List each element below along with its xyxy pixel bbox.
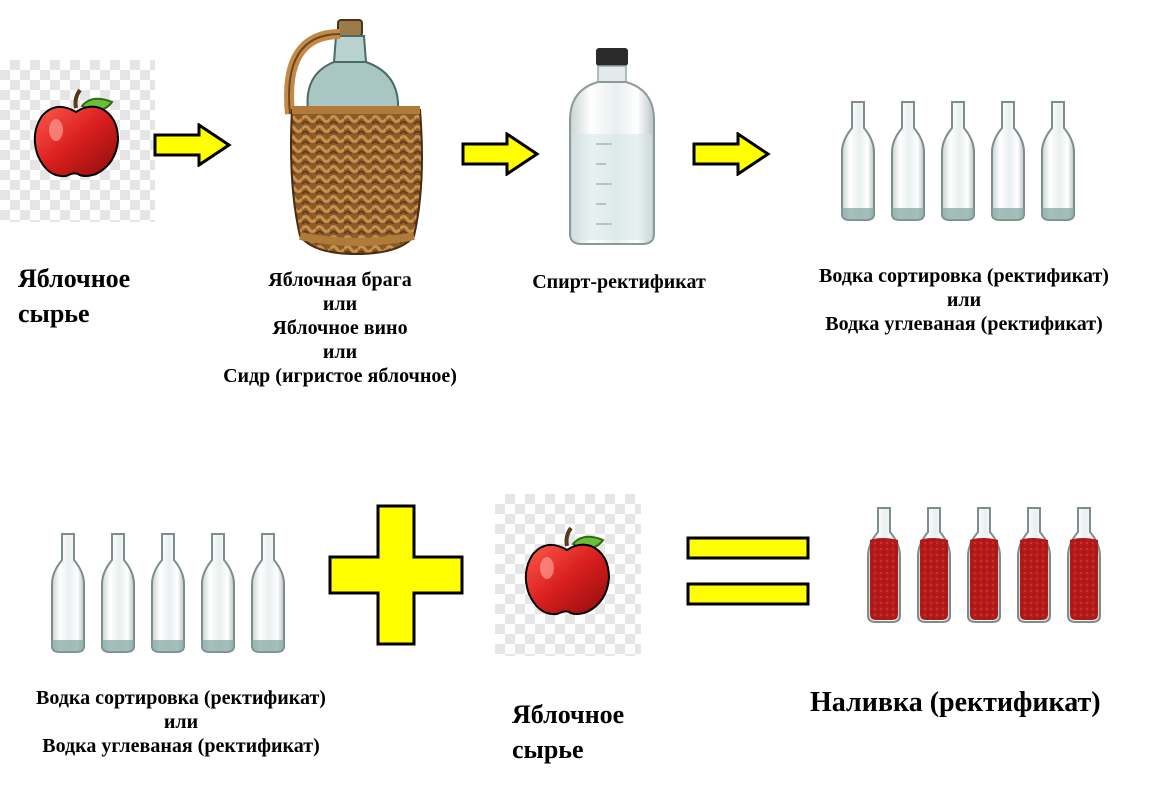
- apple-raw-label-line2: сырье: [18, 298, 90, 328]
- clear-bottle-icon: [1041, 101, 1075, 221]
- apple-raw-label-row2: Яблочное сырье: [512, 698, 624, 767]
- red-liqueur-bottle-icon: [1017, 507, 1051, 623]
- vodka-label-row2: Водка сортировка (ректификат) или Водка …: [0, 686, 362, 758]
- red-liqueur-bottle-icon: [967, 507, 1001, 623]
- clear-bottle-icon: [51, 533, 85, 653]
- clear-bottle-icon: [251, 533, 285, 653]
- vodka-label-row1: Водка сортировка (ректификат) или Водка …: [775, 264, 1153, 336]
- clear-bottle-icon: [101, 533, 135, 653]
- apple-image-tile: [495, 494, 641, 656]
- apple-raw-label-row2-line2: сырье: [512, 734, 584, 764]
- vodka-label-row1-line2: или: [946, 289, 982, 311]
- arrow-right-icon: [153, 123, 232, 167]
- wicker-demijohn-icon: [284, 19, 423, 256]
- clear-bottle-icon: [201, 533, 235, 653]
- clear-bottles-group: [40, 532, 300, 656]
- vodka-label-row2-line1: Водка сортировка (ректификат): [36, 687, 326, 709]
- red-liqueur-bottle-icon: [917, 507, 951, 623]
- apple-icon: [33, 88, 120, 178]
- mash-label: Яблочная брага или Яблочное вино или Сид…: [190, 268, 490, 388]
- apple-icon: [524, 526, 611, 616]
- red-liqueur-bottle-icon: [867, 507, 901, 623]
- spirit-label: Спирт-ректификат: [532, 271, 706, 293]
- equals-icon: [686, 536, 810, 606]
- arrow-right-icon: [461, 132, 540, 176]
- apple-raw-label-row2-line1: Яблочное: [512, 700, 625, 729]
- vodka-label-row2-line2: или: [163, 711, 199, 733]
- apple-raw-label: Яблочное сырье: [18, 262, 130, 331]
- apple-image-tile: [0, 60, 155, 222]
- arrow-right-icon: [692, 132, 771, 176]
- clear-bottle-icon: [991, 101, 1025, 221]
- clear-bottles-group: [830, 100, 1090, 224]
- graduated-bottle-icon: [569, 48, 655, 245]
- apple-raw-label-line1: Яблочное: [18, 264, 131, 293]
- vodka-label-row2-line3: Водка углеваная (ректификат): [42, 735, 320, 757]
- mash-label-line3: Яблочное вино: [272, 317, 408, 339]
- result-label: Наливка (ректификат): [810, 687, 1101, 718]
- mash-label-line1: Яблочная брага: [268, 269, 412, 291]
- vodka-label-row1-line3: Водка углеваная (ректификат): [825, 313, 1103, 335]
- clear-bottle-icon: [841, 101, 875, 221]
- mash-label-line5: Сидр (игристое яблочное): [223, 365, 457, 387]
- red-liqueur-bottle-icon: [1067, 507, 1101, 623]
- clear-bottle-icon: [151, 533, 185, 653]
- mash-label-line4: или: [322, 341, 358, 363]
- mash-label-line2: или: [322, 293, 358, 315]
- vodka-label-row1-line1: Водка сортировка (ректификат): [819, 265, 1109, 287]
- clear-bottle-icon: [941, 101, 975, 221]
- red-bottles-group: [856, 506, 1116, 630]
- plus-icon: [328, 504, 464, 646]
- clear-bottle-icon: [891, 101, 925, 221]
